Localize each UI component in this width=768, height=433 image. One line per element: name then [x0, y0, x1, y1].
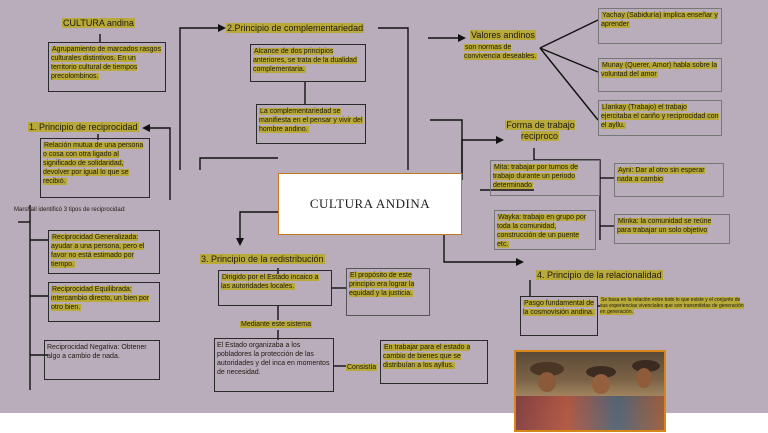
- minka-text: Minka: la comunidad se reúne para trabaj…: [617, 218, 712, 234]
- munay-text: Munay (Querer, Amor) habla sobre la volu…: [601, 62, 718, 78]
- equilibrada-text: Reciprocidad Equilibrada: intercambio di…: [51, 286, 150, 311]
- reciprocidad-title: 1. Principio de reciprocidad: [28, 122, 139, 133]
- proposito-text: El propósito de este principio era logra…: [349, 272, 415, 297]
- complementariedad-title-text: 2.Principio de complementariedad: [226, 23, 365, 33]
- arrowhead-valores: [458, 34, 466, 42]
- yachay-box: Yachay (Sabiduría) implica enseñar y apr…: [598, 8, 722, 44]
- hat-shape-1: [530, 362, 564, 376]
- mita-box: Mita: trabajar por turnos de trabajo dur…: [490, 160, 600, 196]
- link-center-reciprocidad: [150, 127, 171, 200]
- face-shape-2: [592, 374, 610, 394]
- link-center-trabajo: [461, 139, 496, 180]
- wayka-box: Wayka: trabajo en grupo por toda la comu…: [494, 210, 596, 250]
- hat-shape-2: [586, 366, 616, 378]
- dirigido-text: Dirigido por el Estado incaico a las aut…: [221, 274, 319, 290]
- reciprocidad-def-box: Relación mutua de una persona o cosa con…: [40, 138, 150, 198]
- cultura-title-text: CULTURA andina: [62, 18, 135, 28]
- mediante-text: Mediante este sistema: [240, 321, 313, 328]
- llankay-text: Llankay (Trabajo) el trabajo ejercitaba …: [601, 104, 719, 129]
- cultura-def-box: Agrupamiento de marcados rasgos cultural…: [48, 42, 166, 92]
- relacionalidad-title: 4. Principio de la relacionalidad: [536, 270, 663, 281]
- proposito-box: El propósito de este principio era logra…: [346, 268, 430, 316]
- cultura-def-text: Agrupamiento de marcados rasgos cultural…: [51, 46, 161, 80]
- negativa-box: Reciprocidad Negativa: Obtener algo a ca…: [44, 340, 160, 380]
- trabajo-title-text: Forma de trabajo reciproco: [505, 120, 575, 141]
- trabajo-title: Forma de trabajo reciproco: [500, 120, 580, 142]
- complementariedad-title: 2.Principio de complementariedad: [226, 23, 365, 34]
- ayni-box: Ayni: Dar al otro sin esperar nada a cam…: [614, 163, 724, 197]
- link-left-branch: [199, 157, 278, 170]
- face-shape-3: [636, 368, 652, 388]
- link-munay: [539, 47, 599, 73]
- andean-people-photo: [514, 350, 666, 432]
- pasgo-text: Pasgo fundamental de la cosmovisión andi…: [523, 300, 595, 316]
- link-llankay: [539, 47, 599, 121]
- pasgo-box: Pasgo fundamental de la cosmovisión andi…: [520, 296, 598, 336]
- mita-text: Mita: trabajar por turnos de trabajo dur…: [493, 164, 579, 189]
- valores-def: son normas de convivencia deseables.: [464, 44, 538, 60]
- valores-title: Valores andinos: [470, 30, 536, 41]
- estado-box: El Estado organizaba a los pobladores la…: [214, 338, 334, 392]
- generalizada-box: Reciprocidad Generalizada: ayudar a una …: [48, 230, 160, 274]
- cultura-title: CULTURA andina: [62, 18, 135, 29]
- redistribucion-title: 3. Principio de la redistribución: [200, 254, 325, 265]
- clothing-shape: [516, 396, 664, 430]
- arrowhead-compl: [218, 24, 226, 32]
- compl-def2-text: La complementariedad se manifiesta en el…: [259, 108, 363, 133]
- link-complementariedad-right: [378, 27, 409, 170]
- consistia-text: En trabajar para el estado a cambio de b…: [383, 344, 471, 369]
- consistia-box: En trabajar para el estado a cambio de b…: [380, 340, 488, 384]
- reciprocidad-def-text: Relación mutua de una persona o cosa con…: [43, 142, 144, 185]
- munay-box: Munay (Querer, Amor) habla sobre la volu…: [598, 58, 722, 92]
- minka-box: Minka: la comunidad se reúne para trabaj…: [614, 214, 730, 244]
- marshall-text: Marshall identificó 3 tipos de reciproci…: [14, 207, 126, 213]
- ayni-text: Ayni: Dar al otro sin esperar nada a cam…: [617, 167, 705, 183]
- link-center-valores: [430, 119, 463, 173]
- equilibrada-box: Reciprocidad Equilibrada: intercambio di…: [48, 282, 160, 322]
- llankay-box: Llankay (Trabajo) el trabajo ejercitaba …: [598, 100, 722, 136]
- arrowhead-redistrib: [236, 238, 244, 246]
- relacionalidad-title-text: 4. Principio de la relacionalidad: [536, 270, 663, 280]
- wayka-text: Wayka: trabajo en grupo por toda la comu…: [497, 214, 587, 248]
- relacionalidad-def: Se basa en la relación entre todo lo que…: [600, 297, 744, 315]
- arrowhead-recip: [142, 124, 150, 132]
- compl-def2-box: La complementariedad se manifiesta en el…: [256, 104, 366, 144]
- arrowhead-trabajo: [496, 136, 504, 144]
- negativa-text: Reciprocidad Negativa: Obtener algo a ca…: [47, 344, 147, 360]
- link-center-relacionalidad: [443, 235, 522, 263]
- valores-title-text: Valores andinos: [470, 30, 536, 40]
- yachay-text: Yachay (Sabiduría) implica enseñar y apr…: [601, 12, 718, 28]
- consistia-label: Consistía: [346, 364, 378, 371]
- reciprocidad-title-text: 1. Principio de reciprocidad: [28, 122, 139, 132]
- dirigido-box: Dirigido por el Estado incaico a las aut…: [218, 270, 332, 306]
- face-shape-1: [538, 372, 556, 392]
- estado-text: El Estado organizaba a los pobladores la…: [217, 342, 330, 376]
- link-yachay: [539, 19, 599, 49]
- compl-def1-box: Alcance de dos principios anteriores, se…: [250, 44, 366, 82]
- generalizada-text: Reciprocidad Generalizada: ayudar a una …: [51, 234, 145, 268]
- redistribucion-title-text: 3. Principio de la redistribución: [200, 254, 325, 264]
- central-node: CULTURA ANDINA: [278, 173, 462, 235]
- link-center-complementariedad: [179, 27, 218, 170]
- arrowhead-relac: [516, 258, 524, 266]
- compl-def1-text: Alcance de dos principios anteriores, se…: [253, 48, 357, 73]
